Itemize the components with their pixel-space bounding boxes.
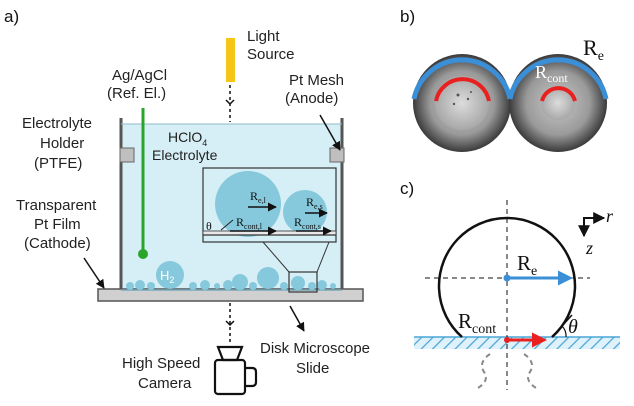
re-arc-left (411, 57, 513, 100)
camera-icon (213, 345, 258, 396)
h2-label: H2 (160, 268, 174, 285)
bubble (135, 280, 145, 290)
bubble (308, 282, 316, 290)
c-rcont-label: Rcont (458, 309, 496, 337)
panel-b-label: b) (400, 7, 415, 26)
rcont-arc-right (540, 86, 577, 102)
pt-mesh-right (329, 147, 345, 163)
electrolyte-holder-label: Electrolyte Holder (PTFE) (22, 115, 96, 172)
panel-b: Re Rcont (411, 35, 609, 152)
inset-re-s-label: Re,s (306, 195, 323, 211)
light-chevron-icon (225, 99, 235, 106)
pt-mesh-arrow (319, 114, 341, 151)
slide-arrow (289, 305, 305, 332)
light-source-bar (226, 38, 235, 82)
bubbles (126, 261, 336, 290)
bubble (232, 274, 248, 290)
bubble (280, 282, 288, 290)
pt-mesh-left (119, 147, 135, 163)
inset-large-bubble (215, 171, 281, 237)
h2-bubble (156, 261, 184, 289)
c-re-label: Re (517, 251, 537, 279)
dashed-curve-left (477, 353, 491, 389)
b-re-label: Re (583, 35, 604, 64)
panel-c-label: c) (400, 179, 414, 198)
bubble (200, 280, 210, 290)
bubble (257, 267, 279, 289)
panel-a-label: a) (4, 7, 19, 26)
light-source-label: Light Source (247, 28, 295, 63)
bubble (223, 280, 233, 290)
bubble (249, 282, 257, 290)
re-arc-right (507, 57, 609, 100)
slide-label: Disk Microscope Slide (260, 340, 374, 377)
cathode-arrow (83, 257, 105, 289)
bubble (330, 283, 336, 289)
panel-a: Light Source Ag/AgCl (Ref. El.) Pt Mesh … (16, 28, 374, 396)
r-axis-label: r (606, 206, 614, 226)
z-axis-label: z (585, 238, 593, 258)
panel-c: r z Re Rcont θ (414, 200, 620, 390)
inset-rcont-s-label: Rcont,s (294, 215, 321, 231)
zoom-line-right (316, 241, 330, 273)
electrolyte-holder-walls (119, 118, 344, 290)
inset-small-bubble (283, 190, 327, 234)
zoom-line-left (262, 241, 290, 273)
bubble (147, 282, 155, 290)
electrolyte-word: Electrolyte (152, 147, 218, 163)
camera-label: High Speed Camera (122, 355, 205, 392)
camera-chevron-icon (225, 320, 235, 327)
microscope-slide (97, 288, 364, 302)
c-theta-label: θ (568, 316, 578, 338)
axes-corner (583, 217, 600, 232)
rcont-arc-left (434, 77, 491, 102)
inset-rcont-l-label: Rcont,l (236, 215, 263, 231)
inset-panel: θ Re,l Re,s Rcont,l Rcont,s (202, 167, 337, 243)
inset-re-l-label: Re,l (250, 189, 267, 205)
inset-tangent (220, 219, 234, 231)
photo-contact-left (435, 76, 489, 130)
ref-electrode-label: Ag/AgCl (Ref. El.) (107, 67, 171, 102)
cathode-label: Transparent Pt Film (Cathode) (16, 197, 101, 252)
inset-theta: θ (206, 219, 212, 233)
zoom-region (288, 271, 318, 293)
angle-arc (561, 325, 567, 338)
photo-contact-right (541, 86, 575, 120)
substrate-hatch (414, 337, 620, 349)
dashed-curve-right (523, 353, 537, 389)
bubble (189, 282, 197, 290)
pt-mesh-label: Pt Mesh (Anode) (285, 72, 348, 107)
bubble (317, 280, 327, 290)
ref-electrode-tip (138, 249, 148, 259)
bubble (126, 282, 134, 290)
bubble (291, 276, 305, 290)
bubble (214, 283, 220, 289)
electrolyte-formula: HClO4 (168, 129, 207, 148)
b-rcont-label: Rcont (535, 62, 568, 85)
